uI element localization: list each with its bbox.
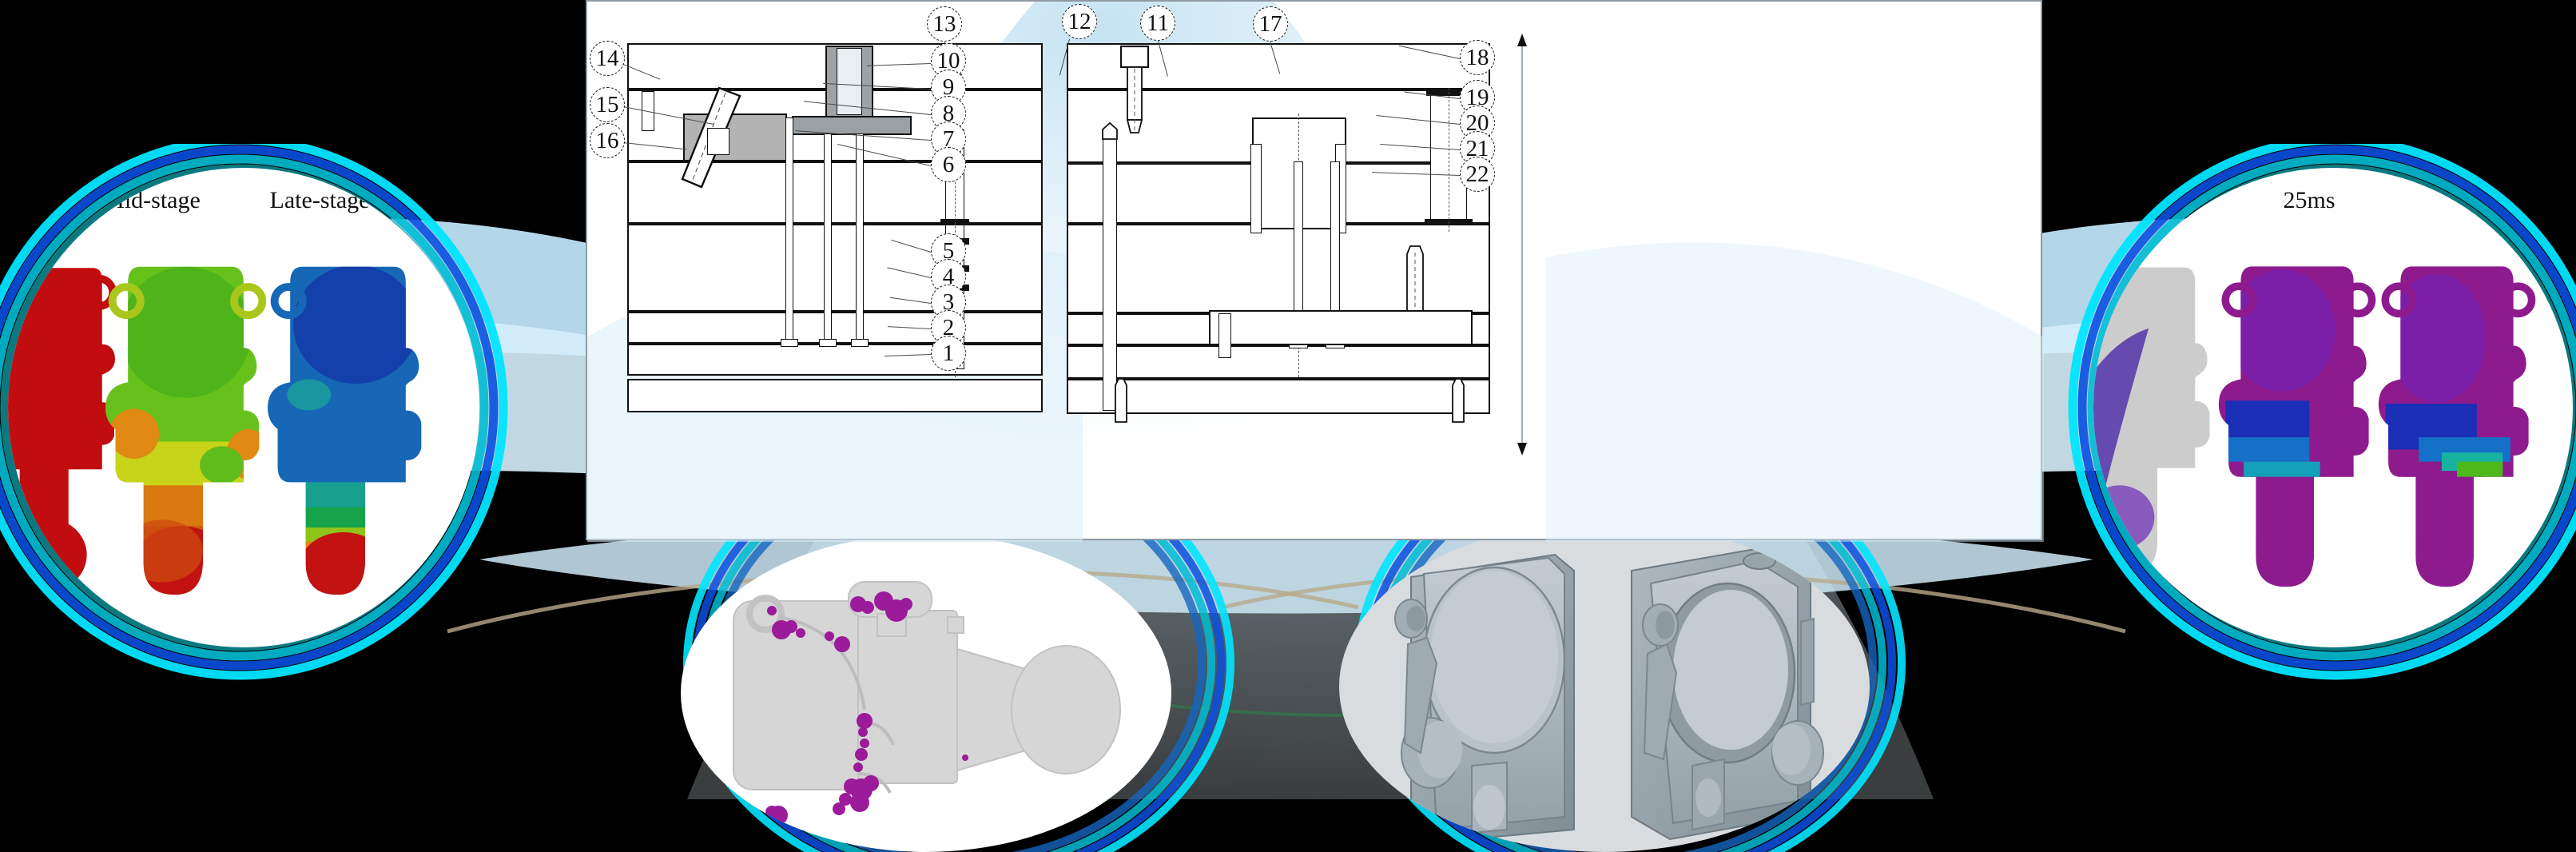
- guide-pillar-right: [1103, 129, 1117, 411]
- callout-12[interactable]: 12: [1062, 4, 1097, 39]
- callout-15[interactable]: 15: [590, 87, 625, 122]
- slide-retainer-screw: [642, 91, 654, 131]
- bottom-clamp-plate-right: [1067, 379, 1490, 414]
- callout-13[interactable]: 13: [927, 6, 962, 42]
- bottom-screw-left: [1115, 378, 1127, 423]
- part-25ms: [2218, 266, 2376, 587]
- filling-analysis-bubble: Mid-stage Late-stage: [8, 168, 479, 647]
- sprue-bore: [837, 48, 862, 115]
- ejector-pin-2: [824, 133, 832, 345]
- mould-cross-section-drawing: 381 13 12 11 17 14 15 16 10 9 8 7 6 5 4: [586, 0, 2044, 542]
- bubble-label-25ms: 25ms: [2283, 187, 2335, 213]
- callout-1[interactable]: 1: [931, 336, 966, 371]
- core-pin-left: [1250, 144, 1262, 233]
- ejector-pin-head-3: [851, 339, 869, 347]
- callout-16[interactable]: 16: [590, 123, 625, 158]
- callout-11[interactable]: 11: [1140, 6, 1175, 41]
- cad-mould-halves-bubble: [1339, 521, 1870, 852]
- part-mid-stage: [105, 266, 267, 595]
- cooling-analysis-bubble: 25ms 28ms: [2093, 168, 2573, 647]
- callout-14[interactable]: 14: [590, 41, 625, 76]
- spacer-block-area-left: [627, 224, 1043, 312]
- bottom-screw-right: [1452, 378, 1465, 423]
- cad-mould-halves-model: [1394, 547, 1824, 844]
- socket-head-cap-screw: [1119, 45, 1150, 133]
- ejector-retainer-left: [627, 344, 1043, 376]
- overall-height-dimension: [1517, 34, 1527, 456]
- part-early-stage: [8, 268, 117, 591]
- ejector-retainer-right: [1067, 345, 1490, 379]
- slide-guide: [707, 128, 729, 155]
- weld-line-air-trap-bubble: [681, 534, 1171, 852]
- ejector-pin-head-2: [819, 339, 837, 347]
- callout-22[interactable]: 22: [1460, 157, 1495, 192]
- part-late-stage: [268, 266, 422, 595]
- part-28ms: [2378, 266, 2536, 587]
- runner-cavity: [792, 116, 912, 135]
- callout-6[interactable]: 6: [931, 147, 966, 182]
- bubble-label-28ms: 28ms: [2475, 187, 2527, 213]
- callout-18[interactable]: 18: [1460, 40, 1495, 75]
- ejector-pin-3: [856, 133, 864, 345]
- guide-pillar-right-tip: [1102, 121, 1118, 140]
- stop-pin-right: [1218, 313, 1231, 358]
- bubble-label-mid-stage: Mid-stage: [103, 187, 201, 213]
- bottom-clamp-plate-left: [627, 379, 1043, 412]
- callout-17[interactable]: 17: [1253, 6, 1288, 42]
- weld-line-model: [733, 581, 1121, 825]
- ejector-pin-head-1: [781, 339, 798, 347]
- ejector-housing-right: [1209, 310, 1473, 345]
- ejector-pin-1: [785, 117, 793, 345]
- bubble-label-late-stage: Late-stage: [269, 187, 370, 213]
- part-uncoloured: [2093, 267, 2210, 573]
